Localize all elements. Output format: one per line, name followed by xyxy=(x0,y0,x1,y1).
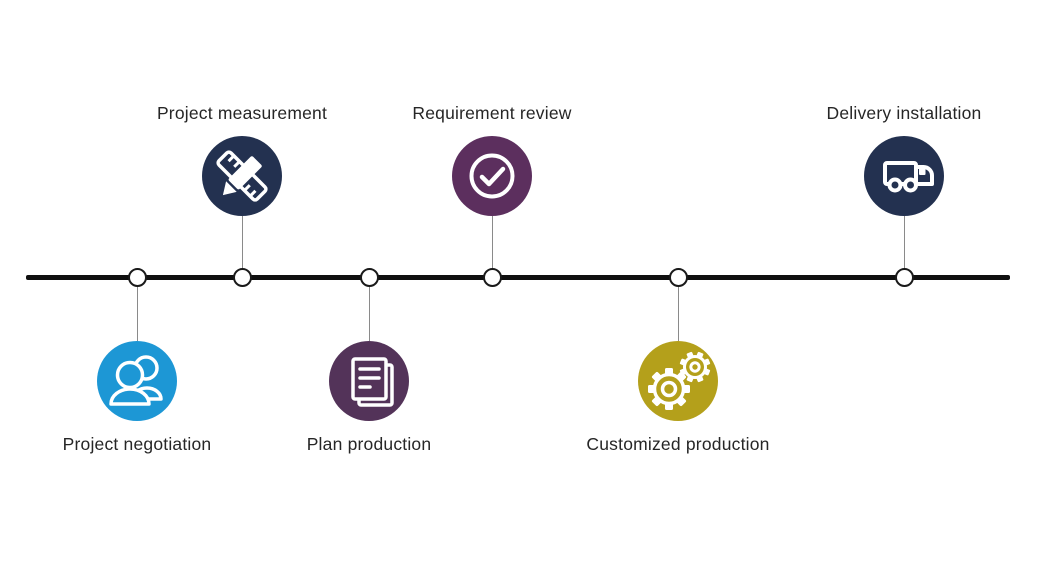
check-circle-icon xyxy=(469,153,515,199)
step-label: Plan production xyxy=(306,434,432,454)
step-connector xyxy=(903,216,905,268)
timeline-node xyxy=(359,268,379,287)
step-icon-bubble xyxy=(864,136,944,216)
step-label: Requirement review xyxy=(412,103,572,123)
step-icon-bubble xyxy=(329,341,409,421)
timeline-node xyxy=(482,268,502,287)
step-label: Customized production xyxy=(586,434,770,454)
ruler-pencil-icon xyxy=(216,150,268,202)
step-icon-bubble xyxy=(202,136,282,216)
step-connector xyxy=(241,216,243,268)
timeline-node xyxy=(894,268,914,287)
step-connector xyxy=(491,216,493,268)
document-icon xyxy=(351,357,394,407)
step-connector xyxy=(677,287,679,341)
step-icon-bubble xyxy=(97,341,177,421)
timeline-node xyxy=(127,268,147,287)
step-icon-bubble xyxy=(638,341,718,421)
users-icon xyxy=(109,355,163,406)
step-label: Project negotiation xyxy=(62,434,212,454)
step-label: Delivery installation xyxy=(826,103,982,123)
timeline-node xyxy=(232,268,252,287)
timeline-line xyxy=(26,275,1010,280)
step-label: Project measurement xyxy=(156,103,328,123)
timeline-node xyxy=(668,268,688,287)
gears-icon xyxy=(648,351,711,410)
step-icon-bubble xyxy=(452,136,532,216)
step-connector xyxy=(368,287,370,341)
truck-icon xyxy=(883,161,934,193)
step-connector xyxy=(136,287,138,341)
